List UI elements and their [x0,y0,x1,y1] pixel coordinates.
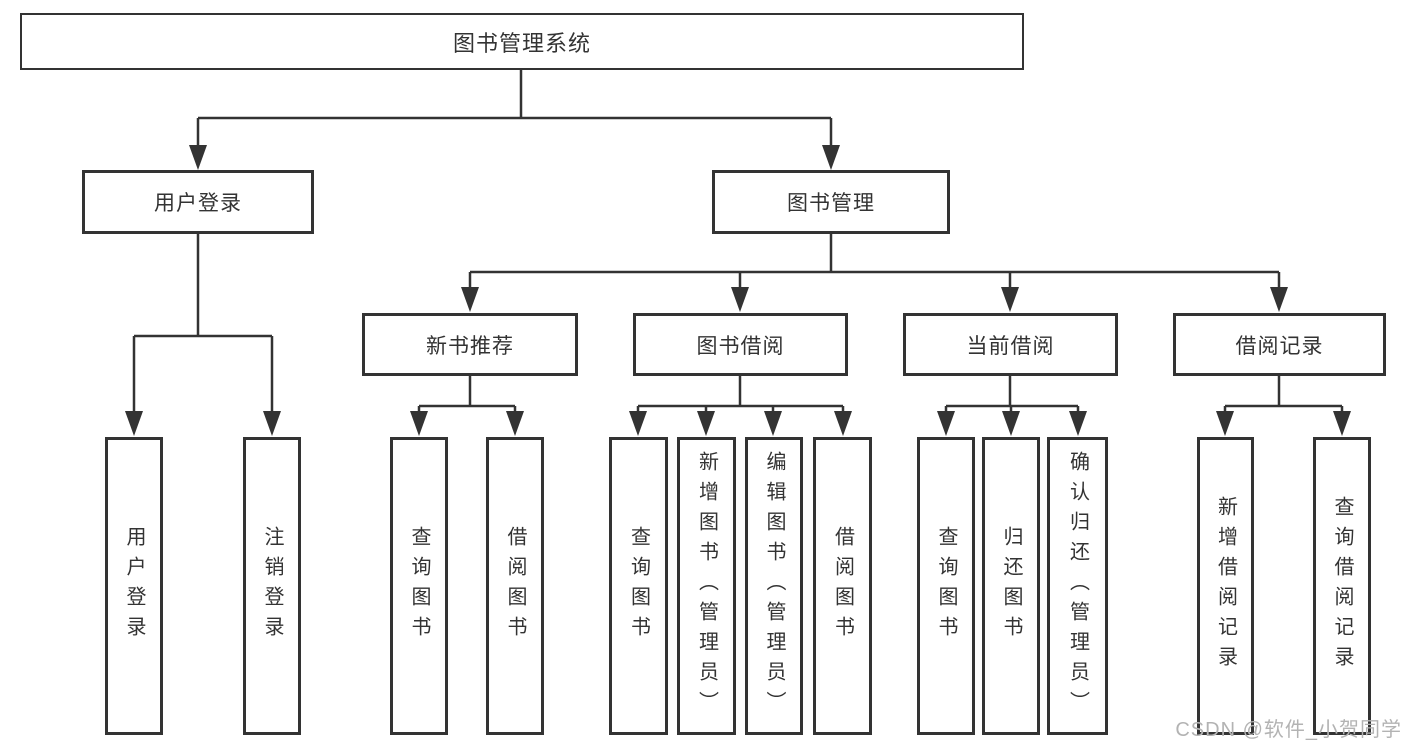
leaf-label: 借阅图书 [504,526,526,646]
arrowhead [937,411,955,436]
leaf-label: 用户登录 [123,526,145,646]
leaf-label: 注销登录 [261,526,283,646]
leaf-label: 借阅图书 [831,526,854,646]
arrowhead [834,411,852,436]
leaf-label: 查询借阅记录 [1331,496,1353,676]
node-library-management-system: 图书管理系统 [20,13,1024,70]
leaf-borrow-book-recommend: 借阅图书 [486,437,544,735]
leaf-label: 编辑图书（管理员） [763,451,785,721]
node-new-book-recommend: 新书推荐 [362,313,578,376]
arrowhead [461,287,479,312]
arrowhead [1001,287,1019,312]
leaf-label: 新增图书（管理员） [695,451,718,721]
leaf-label: 查询图书 [935,526,957,646]
leaf-add-borrow-record: 新增借阅记录 [1197,437,1254,735]
arrowhead [697,411,715,436]
leaf-edit-book-admin: 编辑图书（管理员） [745,437,803,735]
leaf-confirm-return-admin: 确认归还（管理员） [1047,437,1108,735]
node-current-borrow: 当前借阅 [903,313,1118,376]
arrowhead [1333,411,1351,436]
arrowhead [1002,411,1020,436]
node-borrow-record: 借阅记录 [1173,313,1386,376]
arrowhead [629,411,647,436]
node-user-login: 用户登录 [82,170,314,234]
csdn-watermark: CSDN @软件_小贺同学 [1175,719,1402,741]
leaf-label: 查询图书 [627,526,650,646]
leaf-add-book-admin: 新增图书（管理员） [677,437,736,735]
leaf-label: 确认归还（管理员） [1066,451,1089,721]
arrowhead [125,411,143,436]
arrowhead [822,145,840,170]
leaf-label: 归还图书 [1000,526,1022,646]
leaf-label: 新增借阅记录 [1214,496,1237,676]
arrowhead [189,145,207,170]
arrowhead [506,411,524,436]
arrowhead [731,287,749,312]
leaf-return-book: 归还图书 [982,437,1040,735]
node-book-management: 图书管理 [712,170,950,234]
leaf-user-login: 用户登录 [105,437,163,735]
leaf-borrow-book: 借阅图书 [813,437,872,735]
leaf-label: 查询图书 [408,526,430,646]
leaf-query-book-recommend: 查询图书 [390,437,448,735]
node-book-borrow: 图书借阅 [633,313,848,376]
arrowhead [1270,287,1288,312]
leaf-query-book-borrow: 查询图书 [609,437,668,735]
arrowhead [764,411,782,436]
arrowhead [263,411,281,436]
arrowhead [1216,411,1234,436]
leaf-logout: 注销登录 [243,437,301,735]
leaf-query-borrow-record: 查询借阅记录 [1313,437,1371,735]
arrowhead [410,411,428,436]
leaf-query-book-current: 查询图书 [917,437,975,735]
arrowhead [1069,411,1087,436]
